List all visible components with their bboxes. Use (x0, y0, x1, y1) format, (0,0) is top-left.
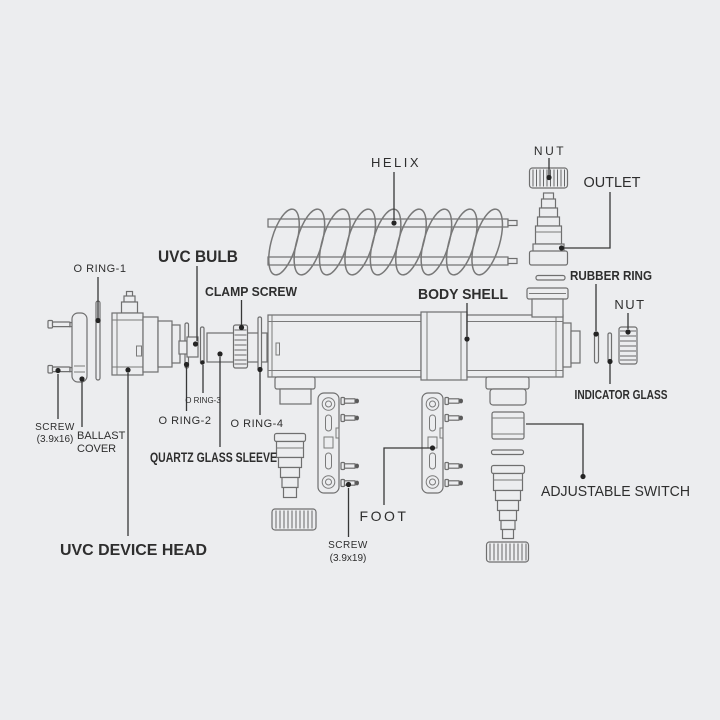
label-adjustable-switch: ADJUSTABLE SWITCH (541, 483, 690, 500)
switch-nut-knurl (489, 543, 527, 561)
foot-left-part (317, 392, 340, 494)
o-ring-3-part (199, 326, 205, 365)
adjustable-switch-part (491, 411, 525, 440)
clamp-screw-part (232, 324, 249, 369)
label-screw-3-9x19-line2: (3.9x19) (330, 553, 367, 564)
foot-screw (340, 461, 359, 471)
nut-right-knurl (620, 330, 636, 361)
label-ballast-cover-line2: COVER (77, 443, 116, 455)
label-clamp-screw: CLAMP SCREW (205, 284, 298, 299)
label-o-ring-1: O RING-1 (74, 263, 127, 275)
label-screw-3-9x16-line2: (3.9x16) (37, 434, 74, 445)
label-o-ring-3: O RING-3 (185, 396, 221, 405)
ballast-cover-part (71, 312, 88, 383)
foot-screw (444, 478, 463, 488)
indicator-glass-part (607, 332, 613, 362)
inlet-nut-knurl (275, 510, 313, 529)
label-screw-3-9x16-line1: SCREW (35, 422, 75, 433)
label-ballast-cover-line1: BALLAST (77, 430, 126, 442)
foot-screw (444, 461, 463, 471)
inlet-ring-nut-part (271, 508, 317, 531)
clamp-screw-knurl (234, 329, 247, 365)
switch-barb-part (490, 464, 526, 540)
foot-right-part (421, 392, 444, 494)
body-bottom-left-port (274, 376, 316, 405)
label-outlet: OUTLET (584, 175, 641, 191)
uvc-device-head-part (111, 290, 181, 376)
outlet-part (528, 192, 569, 266)
label-uvc-bulb: UVC BULB (158, 247, 238, 266)
label-screw-3-9x19-line1: SCREW (328, 540, 368, 551)
outlet-washer-part (535, 274, 566, 281)
body-top-port (526, 287, 569, 318)
label-rubber-ring: RUBBER RING (570, 268, 652, 283)
leader-lines (55, 158, 631, 537)
nut-top-knurl (532, 169, 565, 187)
o-ring-4-part (257, 316, 263, 371)
body-bottom-right-port (485, 376, 530, 406)
label-quartz-glass-sleeve: QUARTZ GLASS SLEEVE (150, 450, 277, 465)
label-uvc-device-head: UVC DEVICE HEAD (60, 542, 207, 559)
foot-screw (340, 396, 359, 406)
label-foot: FOOT (360, 508, 409, 524)
helix-coil (268, 208, 504, 276)
uvc-bulb-part (178, 336, 199, 358)
switch-ring-nut-part (485, 541, 530, 563)
helix-part (267, 208, 518, 276)
rubber-ring-part (593, 331, 600, 364)
label-helix: HELIX (371, 155, 421, 170)
label-indicator-glass: INDICATOR GLASS (575, 388, 668, 402)
label-nut-right: NUT (614, 297, 645, 312)
label-o-ring-2: O RING-2 (159, 415, 212, 427)
label-body-shell: BODY SHELL (418, 286, 508, 303)
body-shell-part (267, 287, 581, 406)
foot-screw (444, 396, 463, 406)
label-nut-top: NUT (534, 144, 566, 158)
switch-washer-part (490, 449, 525, 456)
foot-screw (444, 413, 463, 423)
inlet-barb-part (273, 432, 307, 499)
foot-screw (340, 413, 359, 423)
label-o-ring-4: O RING-4 (231, 418, 284, 430)
